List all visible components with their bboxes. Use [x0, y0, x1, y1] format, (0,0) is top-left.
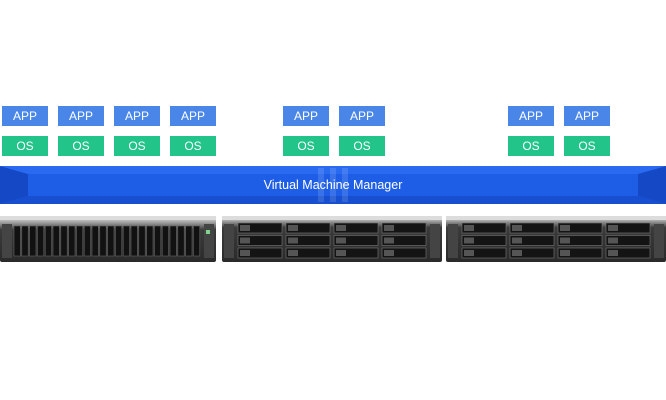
drive-bay [333, 235, 379, 246]
drive-bay [605, 247, 651, 259]
manager-bar-shape [0, 166, 666, 204]
drive-handle [336, 237, 346, 244]
app-block: APP [508, 106, 554, 126]
drive-bay [461, 235, 507, 246]
drive-handle [240, 250, 250, 256]
drive-bay [509, 247, 555, 259]
drive-handle [464, 225, 474, 231]
app-block: APP [2, 106, 48, 126]
os-block: OS [508, 136, 554, 156]
drive-bay [381, 222, 427, 234]
drive-bay [99, 225, 107, 257]
drive-bay [237, 222, 283, 234]
os-block: OS [2, 136, 48, 156]
drive-bay [52, 225, 60, 257]
drive-handle [240, 237, 250, 244]
drive-bay [509, 235, 555, 246]
drive-bay [381, 247, 427, 259]
drive-handle [512, 250, 522, 256]
drive-bay [138, 225, 146, 257]
drive-bay [177, 225, 185, 257]
app-block: APP [283, 106, 329, 126]
rack-server-12-bay-1 [222, 216, 442, 262]
drive-bay [605, 235, 651, 246]
drive-bay [193, 225, 201, 257]
drive-handle [608, 250, 618, 256]
drive-handle [288, 250, 298, 256]
drive-handle [336, 225, 346, 231]
os-block: OS [170, 136, 216, 156]
drive-handle [512, 225, 522, 231]
app-block: APP [58, 106, 104, 126]
drive-bay [154, 225, 162, 257]
drive-handle [464, 237, 474, 244]
drive-bay [557, 222, 603, 234]
drive-handle [384, 237, 394, 244]
rack-server-12-bay-2 [446, 216, 666, 262]
drive-handle [384, 250, 394, 256]
drive-handle [384, 225, 394, 231]
drive-bay [60, 225, 68, 257]
drive-handle [240, 225, 250, 231]
drive-handle [464, 250, 474, 256]
drive-bay [285, 247, 331, 259]
drive-bay [509, 222, 555, 234]
virtual-machine-manager-bar: Virtual Machine Manager [0, 166, 666, 204]
drive-bay [91, 225, 99, 257]
app-block: APP [339, 106, 385, 126]
drive-bay [37, 225, 45, 257]
drive-bay [461, 222, 507, 234]
drive-bay [68, 225, 76, 257]
drive-bay [461, 247, 507, 259]
server-chassis [222, 216, 442, 262]
drive-handle [512, 237, 522, 244]
drive-bay [381, 235, 427, 246]
drive-bay [76, 225, 84, 257]
drive-handle [288, 225, 298, 231]
drive-bay [557, 235, 603, 246]
app-block: APP [170, 106, 216, 126]
drive-handle [336, 250, 346, 256]
os-block: OS [339, 136, 385, 156]
drive-bay [107, 225, 115, 257]
drive-bay [333, 222, 379, 234]
drive-bay [29, 225, 37, 257]
os-block: OS [564, 136, 610, 156]
drive-bay [21, 225, 29, 257]
drive-bay [115, 225, 123, 257]
app-block: APP [564, 106, 610, 126]
drive-handle [560, 250, 570, 256]
drive-bay [333, 247, 379, 259]
drive-bay [237, 247, 283, 259]
drive-handle [560, 225, 570, 231]
drive-bay [285, 222, 331, 234]
drive-handle [608, 237, 618, 244]
drive-bay [122, 225, 130, 257]
drive-bay [13, 225, 21, 257]
app-block: APP [114, 106, 160, 126]
drive-bay [130, 225, 138, 257]
manager-label: Virtual Machine Manager [263, 178, 403, 192]
drive-handle [560, 237, 570, 244]
drive-bay [557, 247, 603, 259]
drive-bay [169, 225, 177, 257]
drive-bay [185, 225, 193, 257]
drive-handle [608, 225, 618, 231]
drive-bay [161, 225, 169, 257]
drive-bay [605, 222, 651, 234]
os-block: OS [58, 136, 104, 156]
rack-server-24-bay [0, 216, 216, 262]
drive-handle [288, 237, 298, 244]
server-chassis [446, 216, 666, 262]
os-block: OS [114, 136, 160, 156]
drive-bay [83, 225, 91, 257]
os-block: OS [283, 136, 329, 156]
drive-bay [44, 225, 52, 257]
drive-bay [285, 235, 331, 246]
drive-bay [237, 235, 283, 246]
drive-bay [146, 225, 154, 257]
server-chassis [0, 216, 216, 262]
